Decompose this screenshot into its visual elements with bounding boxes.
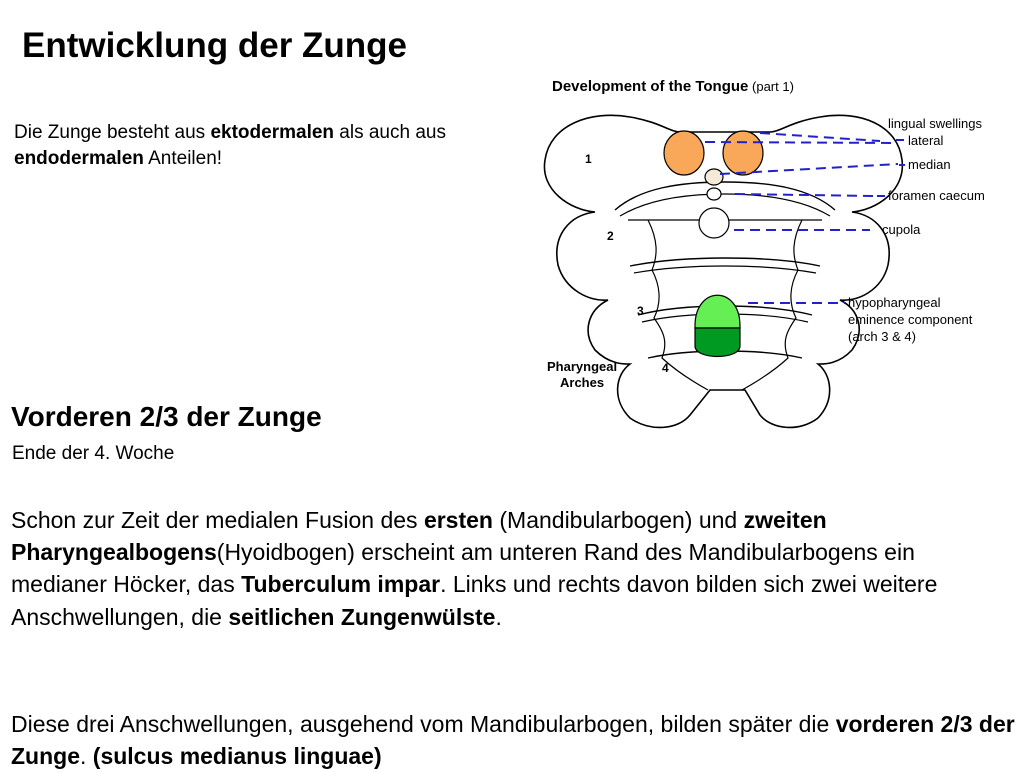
arch-number-4: 4 — [662, 361, 669, 375]
section-title: Vorderen 2/3 der Zunge — [11, 401, 322, 432]
lateral-swelling-left — [663, 130, 705, 176]
leader-foramen-caecum — [734, 193, 876, 197]
tongue-development-diagram: Development of the Tongue (part 1) 1 2 3… — [543, 78, 985, 429]
cupola — [698, 207, 730, 239]
p2-bold-vorderen: vorderen 2/3 der Zunge — [11, 711, 1015, 770]
paragraph-1: Schon zur Zeit der medialen Fusion des e… — [11, 504, 1016, 633]
intro-bold-ektodermalen: ektodermalen — [210, 122, 335, 143]
p1-text-1: Schon zur Zeit der medialen Fusion des — [11, 507, 424, 533]
label-hypopharyngeal-1: hypopharyngeal — [848, 295, 941, 310]
p1-bold-zungenwuelste: seitlichen Zungenwülste — [228, 603, 496, 630]
p1-text-5: . — [495, 603, 502, 630]
leader-lines — [704, 132, 899, 304]
paragraph-2: Diese drei Anschwellungen, ausgehend vom… — [11, 708, 1016, 772]
intro-text-2: als auch aus — [334, 122, 446, 143]
p2-text-2: . — [80, 743, 93, 770]
lateral-swelling-right — [722, 130, 764, 176]
label-lateral: lateral — [908, 133, 944, 148]
median-swelling — [704, 168, 724, 186]
arch-number-1: 1 — [585, 152, 592, 166]
hypopharyngeal-lower — [694, 327, 741, 357]
label-median: median — [908, 157, 951, 172]
diagram-title: Development of the Tongue (part 1) — [552, 78, 794, 95]
diagram-title-bold: Development of the Tongue — [552, 78, 748, 95]
arch-1-boundary — [614, 181, 836, 211]
pharyngeal-arches-label-2: Arches — [560, 375, 604, 390]
arch-number-3: 3 — [637, 304, 644, 318]
page-title: Entwicklung der Zunge — [22, 26, 408, 65]
label-hypopharyngeal-2: eminence component — [848, 312, 973, 327]
arch-2-inner — [633, 265, 817, 274]
label-lingual-swellings: lingual swellings — [888, 116, 982, 131]
p1-bold-tuberculum: Tuberculum impar — [241, 571, 441, 598]
leader-median — [719, 163, 899, 175]
section-subtitle: Ende der 4. Woche — [12, 443, 175, 464]
pharyngeal-arches-label-1: Pharyngeal — [547, 359, 617, 374]
p1-text-2: (Mandibularbogen) und — [492, 507, 744, 533]
p1-bold-zweiten: zweiten Pharyngealbogens — [11, 507, 827, 566]
label-hypopharyngeal-3: (arch 3 & 4) — [848, 329, 916, 344]
p2-bold-sulcus: (sulcus medianus linguae) — [92, 743, 382, 770]
leader-line-ends — [877, 139, 905, 197]
leader-lingual-swellings — [759, 132, 881, 142]
intro-text-1: Die Zunge besteht aus — [14, 122, 211, 143]
intro-bold-endodermalen: endodermalen — [14, 148, 144, 170]
label-cupola: cupola — [882, 222, 921, 237]
inner-right-wall — [741, 219, 803, 391]
p1-text-3: (Hyoidbogen) erscheint am unteren Rand d… — [11, 539, 915, 598]
label-foramen-caecum: foramen caecum — [888, 188, 985, 203]
inner-left-wall — [647, 219, 709, 391]
p1-text-4: . Links und rechts davon bilden sich zwe… — [11, 571, 938, 630]
arch-number-2: 2 — [607, 229, 614, 243]
diagram-title-part: (part 1) — [748, 79, 794, 94]
arches-outline — [543, 114, 904, 429]
intro-text-3: Anteilen! — [143, 148, 223, 170]
hypopharyngeal-upper — [694, 294, 741, 329]
arch-2-boundary — [629, 257, 821, 267]
foramen-caecum — [706, 187, 722, 201]
intro-text: Die Zunge besteht aus ektodermalen als a… — [14, 120, 514, 172]
p1-bold-ersten: ersten — [423, 507, 493, 533]
p2-text-1: Diese drei Anschwellungen, ausgehend vom… — [11, 711, 836, 737]
arch-1-inner — [619, 193, 831, 217]
